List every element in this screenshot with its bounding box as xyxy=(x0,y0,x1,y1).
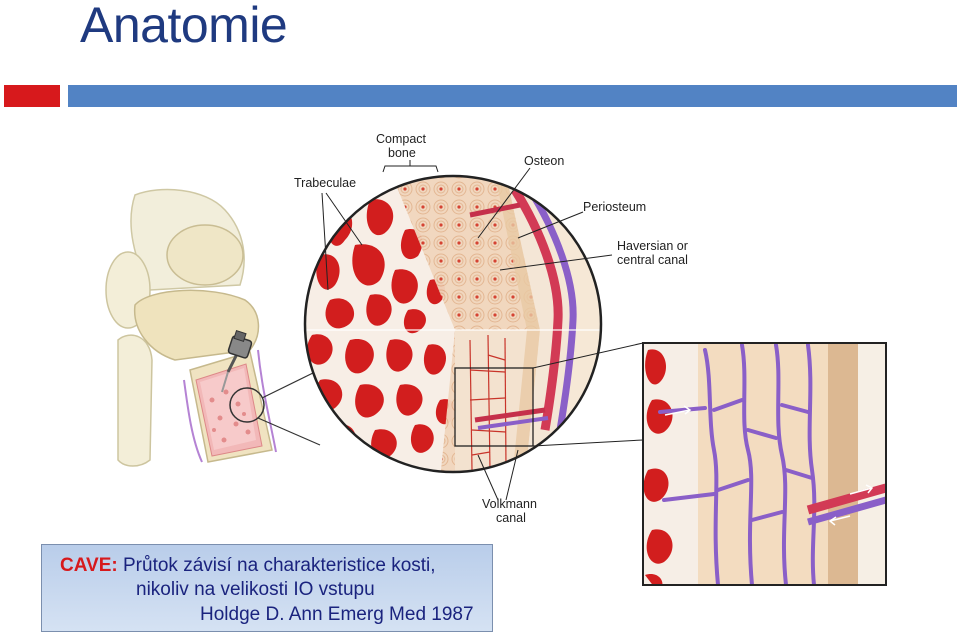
label-periosteum: Periosteum xyxy=(583,200,646,214)
label-haversian-1: Haversian or xyxy=(617,239,688,253)
magnified-bone-section xyxy=(303,174,644,474)
cave-note-box: CAVE: Průtok závisí na charakteristice k… xyxy=(41,544,493,632)
label-compact-bone-1: Compact xyxy=(376,132,427,146)
figure-labels xyxy=(321,160,613,501)
cave-line1-text: Průtok závisí na charakteristice kosti, xyxy=(117,555,436,576)
haversian-inset xyxy=(642,342,887,586)
knee-bone-illustration xyxy=(105,188,321,467)
title-accent-red-bar xyxy=(4,85,60,107)
cave-keyword: CAVE: xyxy=(60,555,118,576)
io-needle-icon xyxy=(221,330,253,393)
title-accent-blue-bar xyxy=(68,85,957,107)
cave-note-line1: CAVE: Průtok závisí na charakteristice k… xyxy=(60,554,436,577)
label-osteon: Osteon xyxy=(524,154,564,168)
slide-title: Anatomie xyxy=(80,0,288,53)
label-haversian-2: central canal xyxy=(617,253,688,267)
label-compact-bone-2: bone xyxy=(388,146,416,160)
label-trabeculae: Trabeculae xyxy=(294,176,356,190)
cave-citation: Holdge D. Ann Emerg Med 1987 xyxy=(200,604,474,625)
label-volkmann-2: canal xyxy=(496,511,526,525)
label-volkmann-1: Volkmann xyxy=(482,497,537,511)
cave-note-line2: nikoliv na velikosti IO vstupu xyxy=(136,579,375,600)
